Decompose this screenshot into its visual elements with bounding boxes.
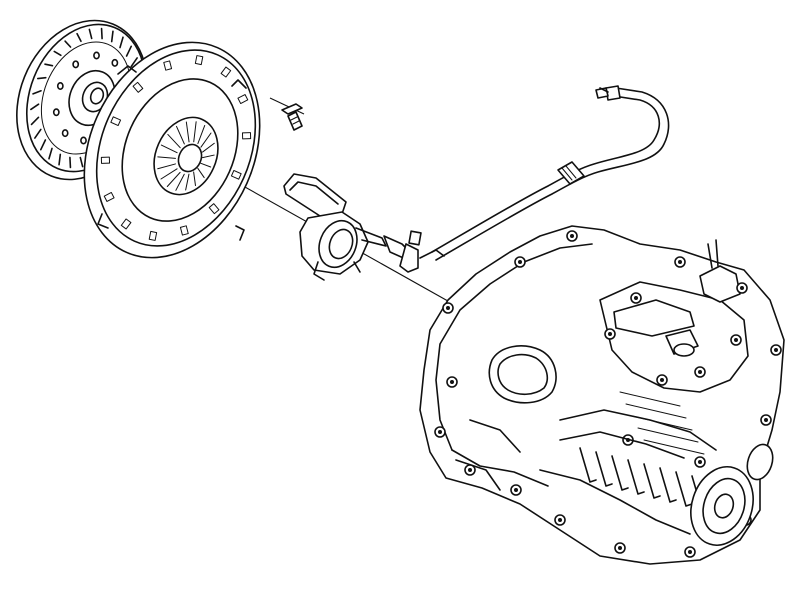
mounting-bolt [269, 97, 305, 131]
hydraulic-clutch-line [431, 85, 670, 261]
pressure-plate [83, 41, 261, 259]
transmission-housing [419, 225, 785, 565]
concentric-slave-cylinder [283, 173, 445, 281]
